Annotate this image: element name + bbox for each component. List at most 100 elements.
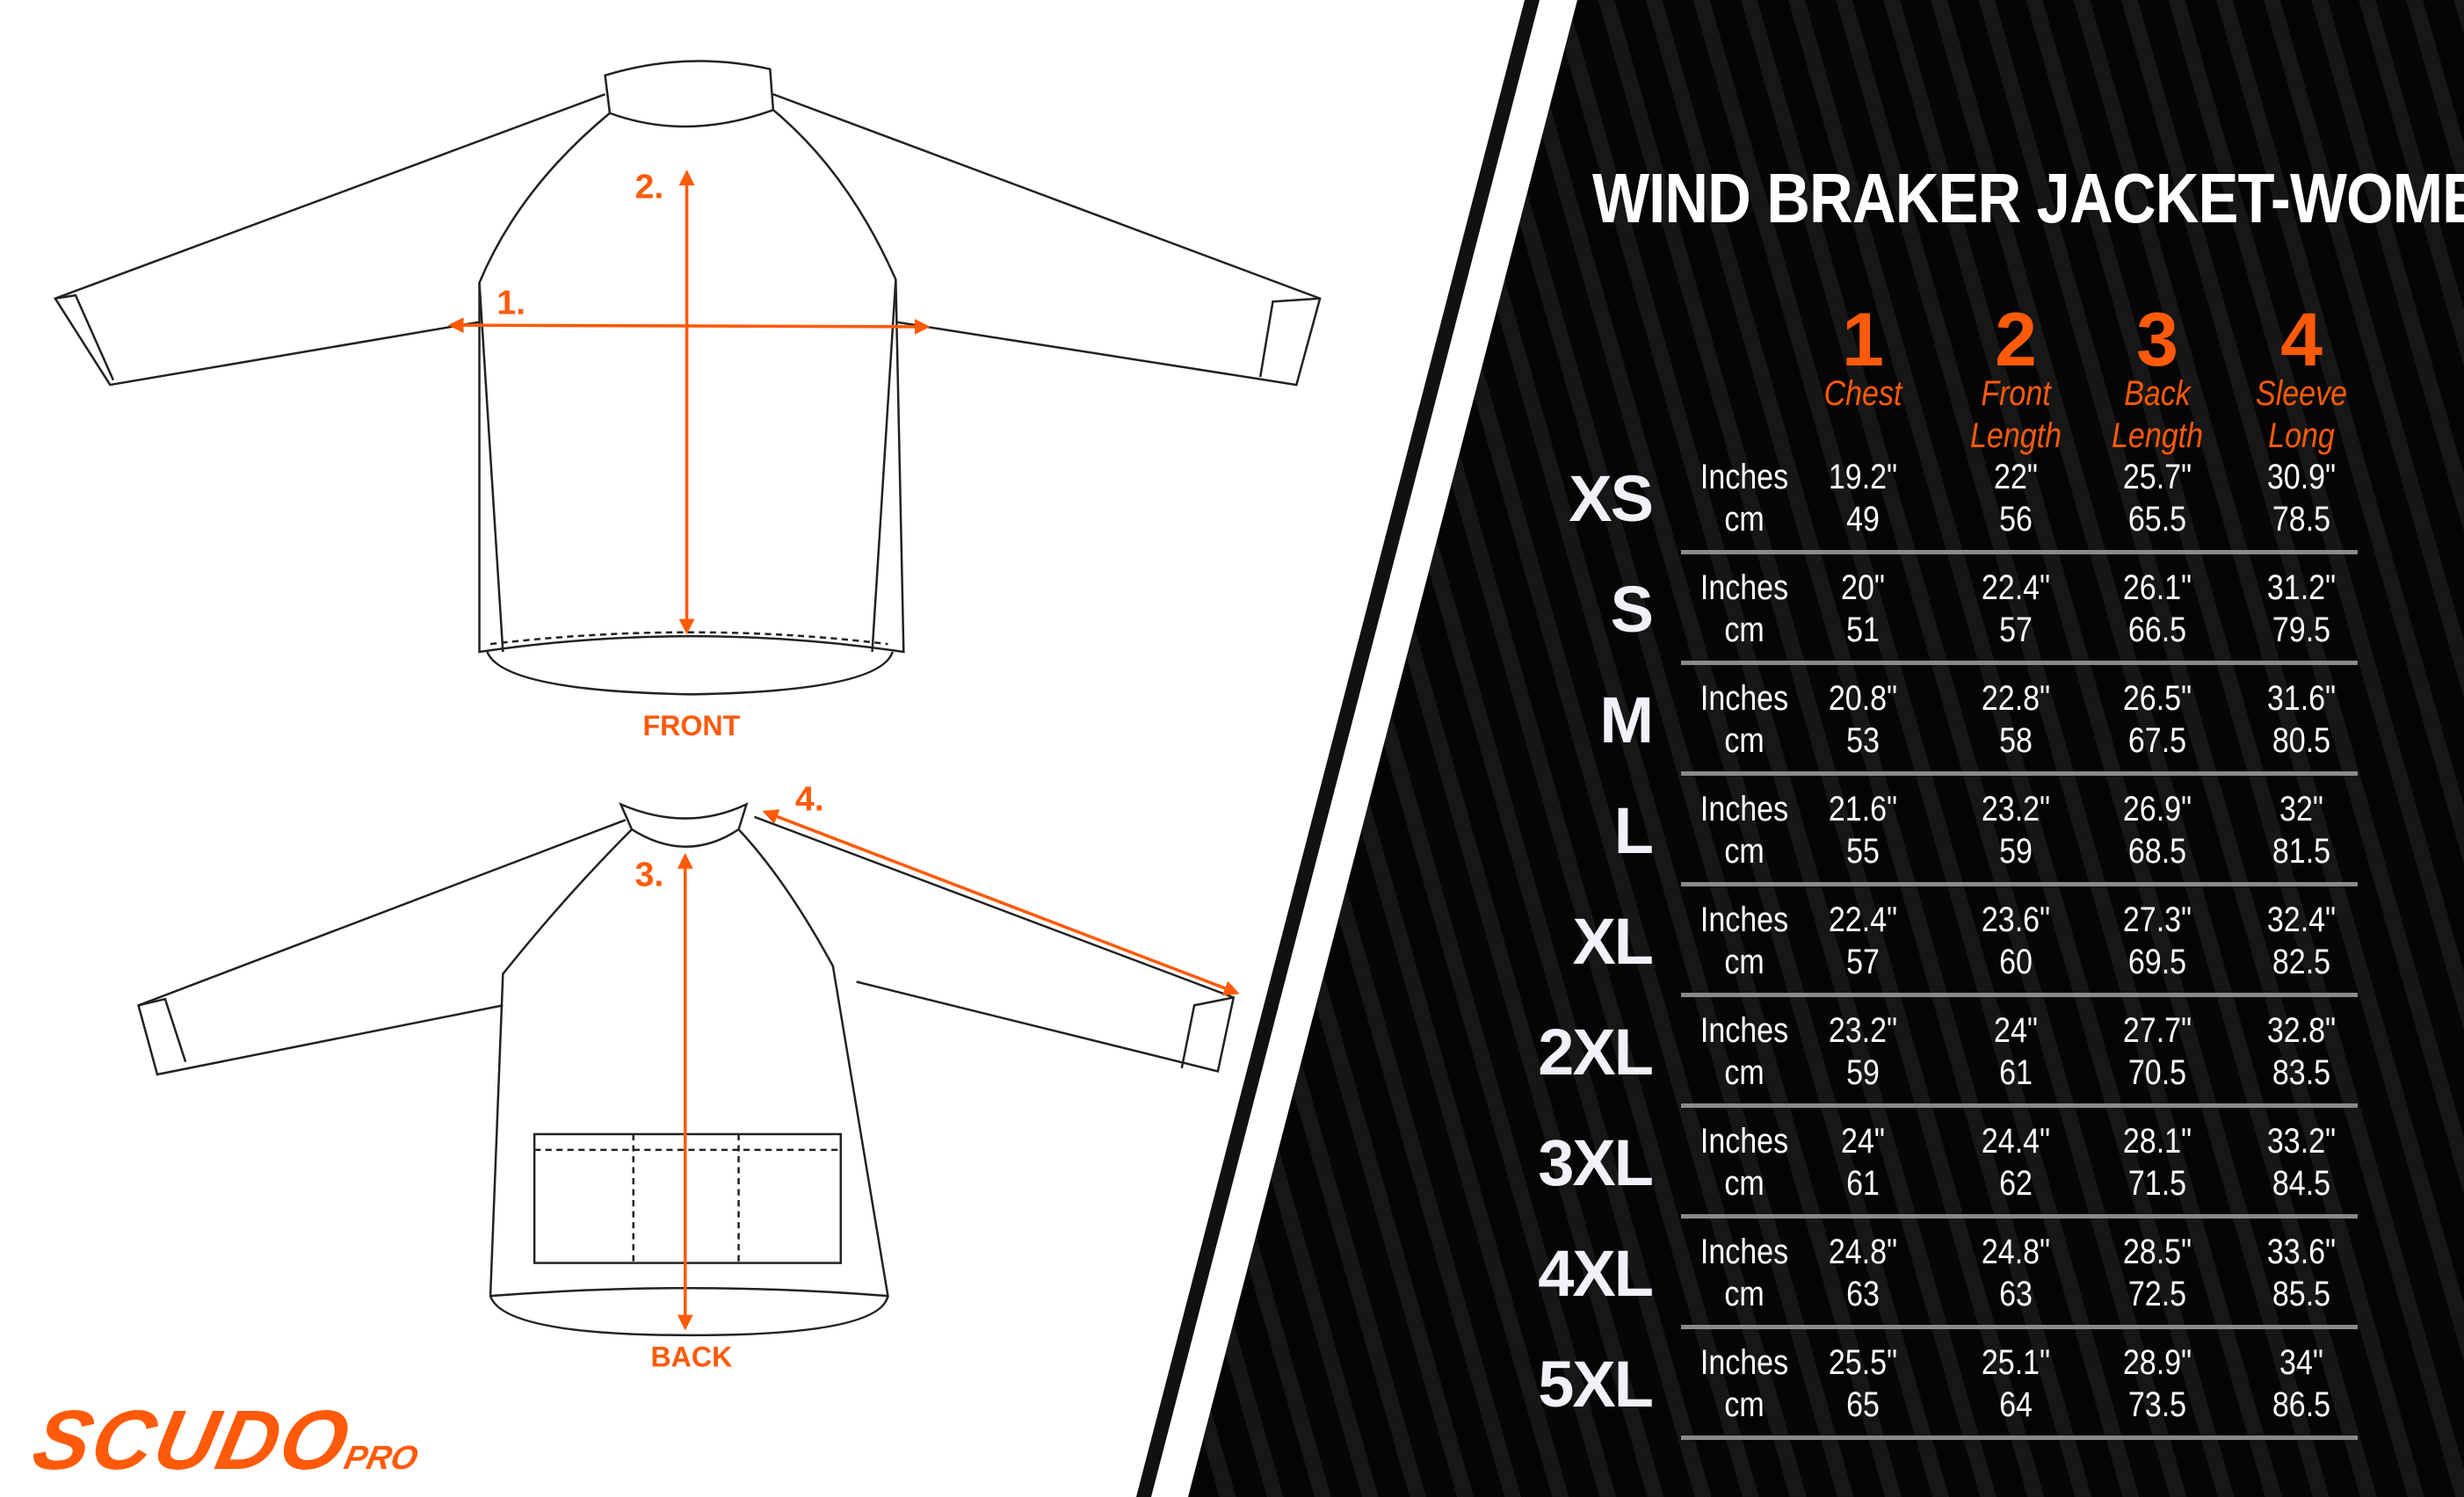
value-inches: 30.9" xyxy=(2266,458,2337,496)
size-label: 2XL xyxy=(1538,1016,1654,1088)
marker-4: 4. xyxy=(795,780,824,819)
value-cm: 83.5 xyxy=(2272,1053,2331,1092)
value-cm: 63 xyxy=(1999,1275,2033,1313)
value-cm: 72.5 xyxy=(2127,1275,2187,1313)
unit-cm: cm xyxy=(1724,1164,1765,1203)
row-divider xyxy=(1681,1436,2358,1440)
unit-cm: cm xyxy=(1724,1275,1765,1313)
value-inches: 27.3" xyxy=(2122,900,2192,939)
value-cm: 65.5 xyxy=(2127,500,2187,539)
value-inches: 24.8" xyxy=(1981,1233,2051,1271)
unit-cm: cm xyxy=(1724,721,1765,760)
value-inches: 22.4" xyxy=(1981,568,2051,607)
logo-suffix: PRO xyxy=(340,1440,422,1477)
size-label: XL xyxy=(1572,905,1654,978)
column-label-line: Sleeve xyxy=(2256,374,2347,413)
value-cm: 59 xyxy=(1846,1053,1880,1092)
value-cm: 81.5 xyxy=(2272,832,2331,871)
value-inches: 26.5" xyxy=(2122,679,2192,718)
value-inches: 26.1" xyxy=(2122,568,2192,607)
size-label: L xyxy=(1613,794,1654,867)
value-cm: 60 xyxy=(1999,943,2033,981)
value-inches: 24" xyxy=(1841,1122,1885,1161)
value-cm: 57 xyxy=(1999,611,2033,649)
value-cm: 62 xyxy=(1999,1164,2033,1203)
marker-1: 1. xyxy=(496,284,525,322)
value-inches: 23.2" xyxy=(1981,790,2051,828)
unit-inches: Inches xyxy=(1699,458,1789,496)
value-inches: 31.6" xyxy=(2266,679,2337,718)
value-inches: 28.5" xyxy=(2122,1233,2192,1271)
unit-inches: Inches xyxy=(1699,568,1789,607)
column-label-line: Back xyxy=(2124,374,2191,413)
unit-inches: Inches xyxy=(1699,679,1789,718)
value-cm: 61 xyxy=(1846,1164,1880,1203)
value-cm: 49 xyxy=(1846,500,1880,539)
value-cm: 70.5 xyxy=(2127,1053,2187,1092)
value-cm: 71.5 xyxy=(2127,1164,2187,1203)
column-label-line: Length xyxy=(2112,416,2203,455)
unit-inches: Inches xyxy=(1699,1011,1789,1050)
row-divider xyxy=(1681,661,2358,665)
column-label-line: Length xyxy=(1970,416,2062,455)
unit-cm: cm xyxy=(1724,1053,1765,1092)
value-inches: 32" xyxy=(2279,790,2323,828)
value-cm: 78.5 xyxy=(2272,500,2331,539)
value-inches: 28.1" xyxy=(2122,1122,2192,1161)
unit-cm: cm xyxy=(1724,500,1765,539)
value-inches: 23.6" xyxy=(1981,900,2051,939)
size-label: M xyxy=(1599,683,1654,756)
unit-cm: cm xyxy=(1724,1385,1765,1424)
front-label: FRONT xyxy=(643,710,741,741)
value-cm: 58 xyxy=(1999,721,2033,760)
unit-inches: Inches xyxy=(1699,790,1789,828)
size-label: 5XL xyxy=(1538,1348,1654,1421)
value-inches: 22.4" xyxy=(1828,900,1898,939)
value-cm: 68.5 xyxy=(2127,832,2187,871)
value-inches: 25.1" xyxy=(1981,1343,2051,1382)
marker-2: 2. xyxy=(635,167,664,206)
unit-inches: Inches xyxy=(1699,1122,1789,1161)
unit-inches: Inches xyxy=(1699,1233,1789,1271)
row-divider xyxy=(1681,1214,2358,1219)
unit-cm: cm xyxy=(1724,611,1765,649)
column-label-line: Front xyxy=(1981,374,2051,413)
unit-cm: cm xyxy=(1724,943,1765,981)
value-cm: 61 xyxy=(1999,1053,2033,1092)
row-divider xyxy=(1681,771,2358,776)
value-inches: 20" xyxy=(1841,568,1885,607)
value-inches: 24.4" xyxy=(1981,1122,2051,1161)
value-inches: 19.2" xyxy=(1828,458,1898,496)
back-label: BACK xyxy=(650,1342,732,1373)
unit-inches: Inches xyxy=(1699,1343,1789,1382)
column-number: 1 xyxy=(1842,298,1884,382)
value-cm: 66.5 xyxy=(2127,611,2187,649)
value-cm: 63 xyxy=(1846,1275,1880,1313)
value-cm: 82.5 xyxy=(2272,943,2331,981)
logo-brand: SCUDO xyxy=(25,1393,359,1487)
row-divider xyxy=(1681,993,2358,997)
value-inches: 28.9" xyxy=(2122,1343,2192,1382)
value-cm: 55 xyxy=(1846,832,1880,871)
value-inches: 32.8" xyxy=(2266,1011,2337,1050)
value-inches: 23.2" xyxy=(1828,1011,1898,1050)
value-inches: 21.6" xyxy=(1828,790,1898,828)
value-cm: 73.5 xyxy=(2127,1385,2187,1424)
column-label-line: Long xyxy=(2268,416,2335,455)
size-label: S xyxy=(1610,573,1654,646)
value-cm: 65 xyxy=(1846,1385,1880,1424)
value-cm: 56 xyxy=(1999,500,2033,539)
value-cm: 53 xyxy=(1846,721,1880,760)
value-inches: 20.8" xyxy=(1828,679,1898,718)
value-inches: 26.9" xyxy=(2122,790,2192,828)
value-inches: 25.5" xyxy=(1828,1343,1898,1382)
value-inches: 25.7" xyxy=(2122,458,2192,496)
value-inches: 31.2" xyxy=(2266,568,2337,607)
column-number: 4 xyxy=(2280,298,2323,382)
value-inches: 24" xyxy=(1994,1011,2038,1050)
column-number: 2 xyxy=(1995,298,2037,382)
